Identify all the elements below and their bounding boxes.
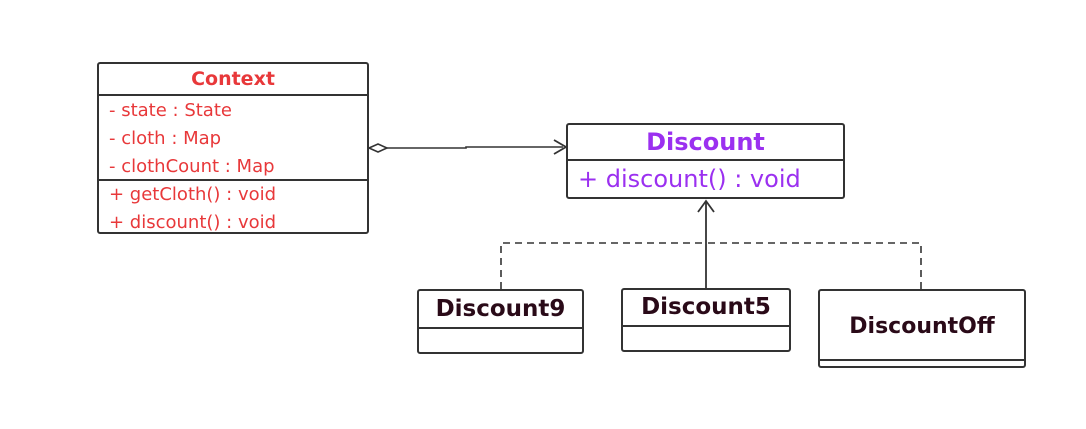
class-discount-name: Discount — [646, 128, 765, 156]
attribute-cloth-count: - clothCount : Map — [109, 156, 275, 177]
class-discount9[interactable]: Discount9 — [417, 289, 584, 354]
class-discountoff-name: DiscountOff — [849, 314, 995, 339]
operation-get-cloth: + getCloth() : void — [109, 184, 277, 205]
operation-discount: + discount() : void — [578, 165, 801, 193]
aggregation-diamond — [367, 143, 389, 153]
class-context[interactable]: Context - state : State - cloth : Map - … — [97, 62, 369, 234]
aggregation-connector — [367, 139, 568, 155]
class-discount5-body — [623, 325, 789, 350]
class-discount-operations: + discount() : void — [568, 159, 843, 197]
class-context-operations: + getCloth() : void + discount() : void — [99, 179, 367, 237]
operation-discount: + discount() : void — [109, 212, 277, 233]
realization-line-discount9 — [500, 242, 706, 289]
realization-line-discountoff — [706, 242, 922, 289]
class-discount5[interactable]: Discount5 — [621, 288, 791, 352]
class-discount5-name: Discount5 — [641, 294, 771, 320]
realization-connectors-dashed — [500, 242, 922, 289]
class-discount9-name: Discount9 — [435, 296, 566, 322]
attribute-cloth: - cloth : Map — [109, 128, 222, 149]
attribute-state: - state : State — [109, 100, 232, 121]
class-context-name: Context — [191, 68, 275, 90]
class-context-attributes: - state : State - cloth : Map - clothCou… — [99, 94, 367, 179]
aggregation-line — [387, 146, 563, 149]
class-discount9-body — [419, 327, 582, 352]
class-discount[interactable]: Discount + discount() : void — [566, 123, 845, 199]
realization-arrowhead — [697, 199, 715, 213]
class-discountoff-body — [820, 359, 1024, 366]
class-discountoff[interactable]: DiscountOff — [818, 289, 1026, 368]
